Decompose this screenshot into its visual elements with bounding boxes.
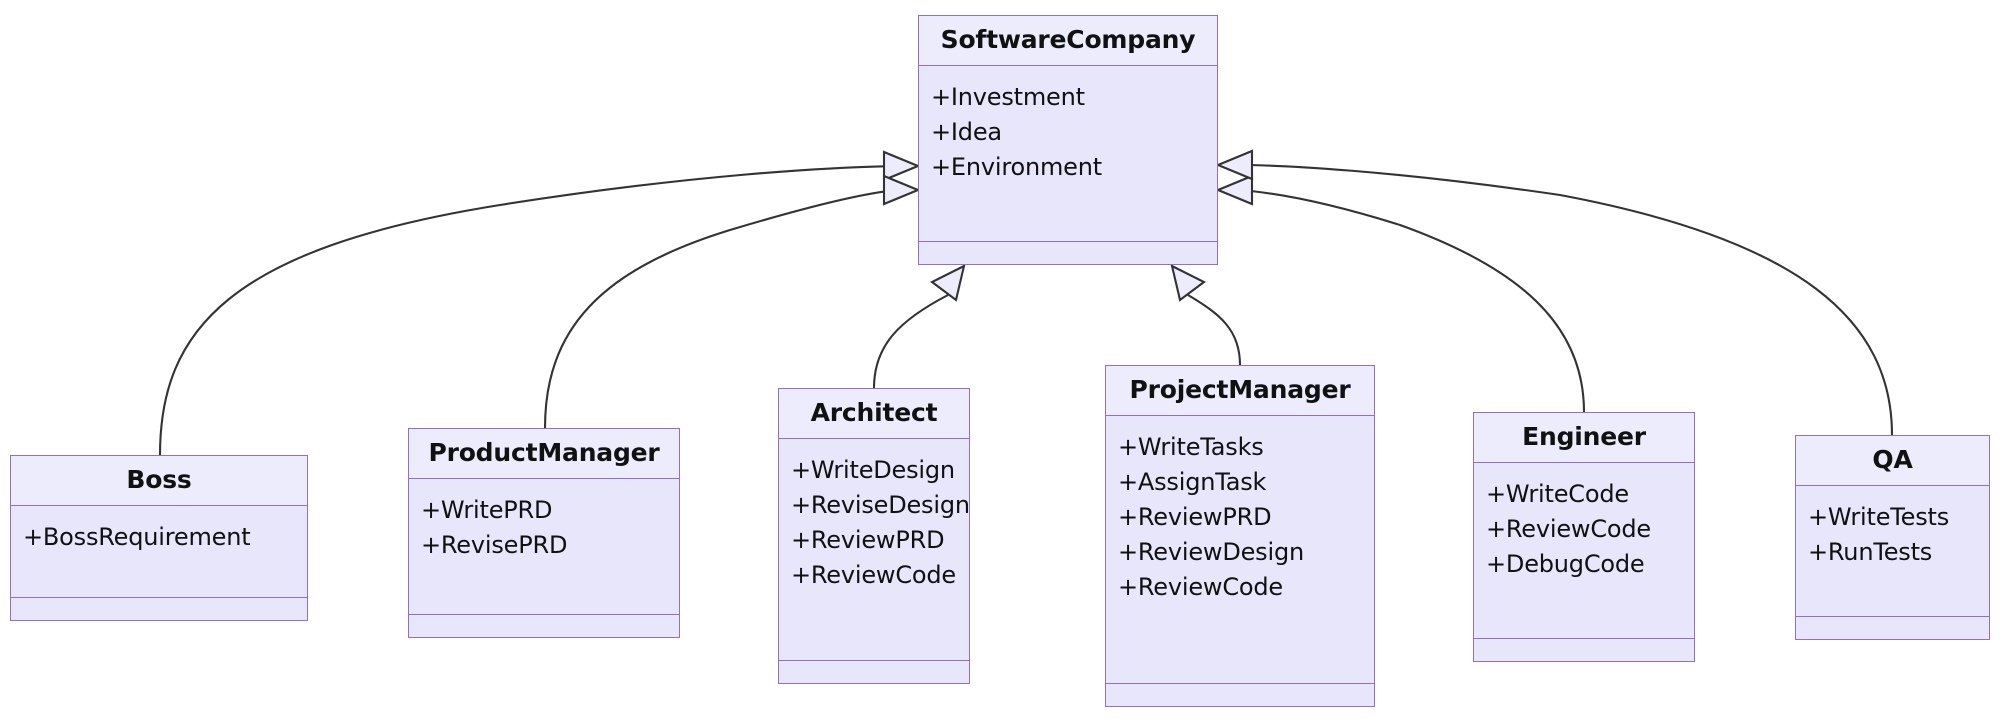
class-title-engineer: Engineer: [1474, 413, 1694, 463]
class-box-qa[interactable]: QA +WriteTests +RunTests: [1795, 435, 1990, 640]
class-member: +RunTests: [1808, 538, 1933, 567]
class-title-architect: Architect: [779, 389, 969, 439]
inheritance-arrowhead-architect: [930, 264, 966, 302]
class-member: +ReviewPRD: [1118, 503, 1272, 532]
class-title-boss: Boss: [11, 456, 307, 506]
class-methods-boss: [11, 598, 307, 620]
class-title-project-manager: ProjectManager: [1106, 366, 1374, 416]
class-methods-software-company: [919, 242, 1217, 264]
class-box-product-manager[interactable]: ProductManager +WritePRD +RevisePRD: [408, 428, 680, 638]
class-box-software-company[interactable]: SoftwareCompany +Investment +Idea +Envir…: [918, 15, 1218, 265]
class-box-boss[interactable]: Boss +BossRequirement: [10, 455, 308, 621]
class-member: +WritePRD: [421, 496, 553, 524]
class-members-product-manager: +WritePRD +RevisePRD: [409, 479, 679, 615]
class-members-architect: +WriteDesign +ReviseDesign +ReviewPRD +R…: [779, 439, 970, 661]
class-members-qa: +WriteTests +RunTests: [1796, 486, 1989, 617]
class-member: +WriteDesign: [791, 456, 955, 484]
class-member: +Investment: [931, 83, 1085, 111]
inheritance-arrowhead-productmanager: [882, 174, 921, 206]
class-member: +ReviewDesign: [1118, 538, 1305, 567]
edge-architect-to-softwarecompany: [872, 294, 949, 389]
class-member: +WriteCode: [1486, 480, 1629, 508]
class-member: +ReviseDesign: [791, 491, 970, 520]
class-members-software-company: +Investment +Idea +Environment: [919, 66, 1217, 242]
class-member: +RevisePRD: [421, 531, 568, 560]
class-methods-product-manager: [409, 615, 679, 637]
class-title-software-company: SoftwareCompany: [919, 16, 1217, 66]
class-member: +AssignTask: [1118, 468, 1267, 497]
class-member: +BossRequirement: [23, 523, 251, 551]
inheritance-arrowhead-engineer: [1215, 174, 1254, 206]
class-member: +ReviewCode: [1486, 515, 1651, 544]
class-box-engineer[interactable]: Engineer +WriteCode +ReviewCode +DebugCo…: [1473, 412, 1695, 662]
class-member: +DebugCode: [1486, 550, 1645, 579]
inheritance-arrowhead-boss: [882, 150, 921, 182]
class-title-qa: QA: [1796, 436, 1989, 486]
class-box-architect[interactable]: Architect +WriteDesign +ReviseDesign +Re…: [778, 388, 970, 684]
class-methods-project-manager: [1106, 684, 1374, 706]
class-member: +Idea: [931, 118, 1002, 147]
class-methods-engineer: [1474, 639, 1694, 661]
inheritance-arrowhead-projectmanager: [1170, 264, 1206, 302]
class-members-boss: +BossRequirement: [11, 506, 307, 598]
class-member: +Environment: [931, 153, 1102, 182]
class-member: +ReviewPRD: [791, 526, 945, 555]
class-title-product-manager: ProductManager: [409, 429, 679, 479]
edge-projectmanager-to-softwarecompany: [1187, 294, 1242, 366]
class-member: +WriteTests: [1808, 503, 1950, 531]
class-members-engineer: +WriteCode +ReviewCode +DebugCode: [1474, 463, 1694, 639]
inheritance-arrowhead-qa: [1215, 149, 1254, 181]
class-methods-architect: [779, 661, 969, 683]
class-member: +ReviewCode: [791, 561, 956, 590]
class-member: +WriteTasks: [1118, 433, 1264, 461]
class-box-project-manager[interactable]: ProjectManager +WriteTasks +AssignTask +…: [1105, 365, 1375, 707]
class-member: +ReviewCode: [1118, 573, 1283, 602]
class-methods-qa: [1796, 617, 1989, 639]
class-members-project-manager: +WriteTasks +AssignTask +ReviewPRD +Revi…: [1106, 416, 1374, 684]
